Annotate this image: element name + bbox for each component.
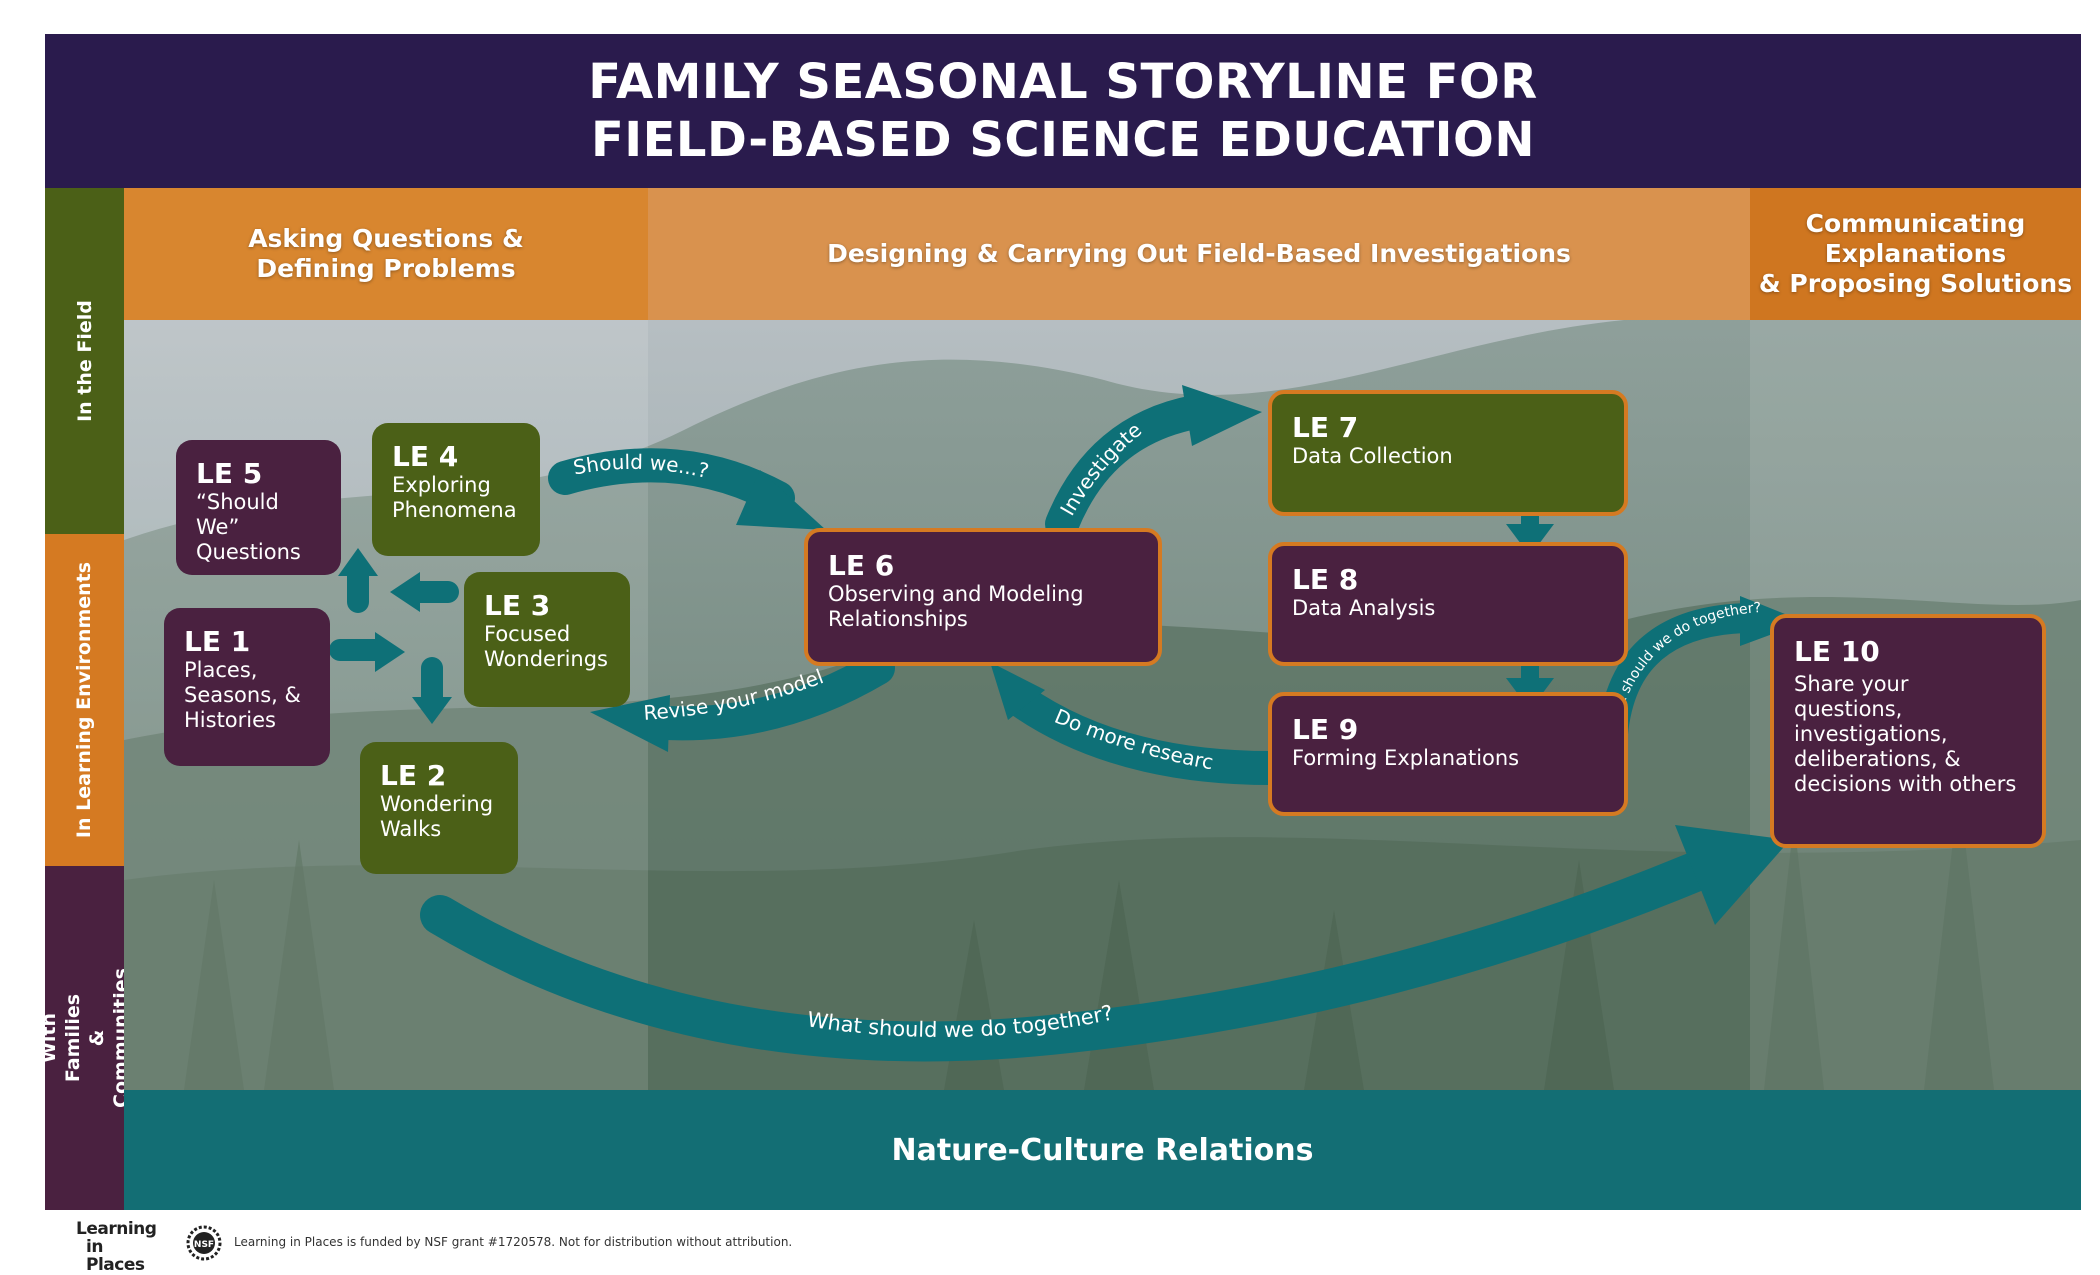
le7-description: Data Collection xyxy=(1292,444,1453,468)
sidebar-in-the-field: In the Field xyxy=(45,188,124,534)
learning-in-places-logo: Learning in Places xyxy=(76,1219,166,1274)
arrow-revise-model: Revise your model xyxy=(590,651,895,752)
le9-title: LE 9 xyxy=(1292,713,1359,746)
footer-funding-text: Learning in Places is funded by NSF gran… xyxy=(234,1235,793,1249)
header-label-2: Designing & Carrying Out Field-Based Inv… xyxy=(827,239,1571,268)
nsf-seal-icon: NSF xyxy=(186,1225,222,1261)
le5-title: LE 5 xyxy=(196,457,263,490)
logo-line-2: in Places xyxy=(86,1237,145,1275)
title-line-1: FAMILY SEASONAL STORYLINE FOR xyxy=(588,54,1538,110)
le2-title: LE 2 xyxy=(380,759,447,792)
arrow-le1-to-le3 xyxy=(329,632,405,672)
le9-box[interactable]: LE 9 Forming Explanations xyxy=(1268,692,1628,816)
arrow-le1-to-le2 xyxy=(412,657,452,724)
le6-box[interactable]: LE 6 Observing and Modeling Relationship… xyxy=(804,528,1162,666)
sidebar-with-families: With Families & Communities xyxy=(38,866,132,1210)
title-banner: FAMILY SEASONAL STORYLINE FOR FIELD-BASE… xyxy=(45,34,2081,188)
nature-culture-label: Nature-Culture Relations xyxy=(891,1132,1314,1168)
le3-title: LE 3 xyxy=(484,589,551,622)
le1-title: LE 1 xyxy=(184,625,251,658)
le10-title: LE 10 xyxy=(1794,635,1880,668)
header-asking-questions: Asking Questions & Defining Problems xyxy=(124,188,648,320)
le9-description: Forming Explanations xyxy=(1292,746,1520,770)
header-communicating: Communicating Explanations & Proposing S… xyxy=(1750,188,2081,320)
le6-description: Observing and Modeling Relationships xyxy=(828,582,1084,631)
le1-box[interactable]: LE 1 Places, Seasons, & Histories xyxy=(164,608,330,766)
le4-description: Exploring Phenomena xyxy=(392,473,517,522)
le10-description: Share your questions, investigations, de… xyxy=(1794,672,2017,796)
le6-title: LE 6 xyxy=(828,549,895,582)
arrow-le1-to-le5 xyxy=(338,548,378,613)
le7-box[interactable]: LE 7 Data Collection xyxy=(1268,390,1628,516)
le7-title: LE 7 xyxy=(1292,411,1359,444)
le10-box[interactable]: LE 10 Share your questions, investigatio… xyxy=(1770,614,2046,848)
title-line-2: FIELD-BASED SCIENCE EDUCATION xyxy=(590,112,1535,168)
le5-description: “Should We” Questions xyxy=(196,490,301,564)
le3-description: Focused Wonderings xyxy=(484,622,608,671)
le2-box[interactable]: LE 2 Wondering Walks xyxy=(360,742,518,874)
le5-box[interactable]: LE 5 “Should We” Questions xyxy=(176,440,341,575)
arrow-what-should-we-do-together-big: What should we do together? xyxy=(420,825,1790,1062)
le3-box[interactable]: LE 3 Focused Wonderings xyxy=(464,572,630,707)
arrow-label-investigate: Investigate xyxy=(1055,417,1146,519)
le8-title: LE 8 xyxy=(1292,563,1359,596)
le4-title: LE 4 xyxy=(392,440,459,473)
sidebar-in-learning-environments: In Learning Environments xyxy=(45,534,124,866)
nature-culture-relations-bar: Nature-Culture Relations xyxy=(124,1090,2081,1210)
arrow-should-we: Should we...? xyxy=(548,448,826,530)
header-designing-investigations: Designing & Carrying Out Field-Based Inv… xyxy=(648,188,1750,320)
arrow-investigate: Investigate xyxy=(1045,385,1262,541)
logo-line-1: Learning xyxy=(76,1219,157,1239)
le1-description: Places, Seasons, & Histories xyxy=(184,658,301,732)
arrow-le3-to-le4 xyxy=(390,572,459,612)
header-label-3: Communicating Explanations & Proposing S… xyxy=(1758,209,2073,298)
nsf-seal-text: NSF xyxy=(194,1240,214,1250)
header-label-1: Asking Questions & Defining Problems xyxy=(248,224,524,283)
le4-box[interactable]: LE 4 Exploring Phenomena xyxy=(372,423,540,556)
le8-box[interactable]: LE 8 Data Analysis xyxy=(1268,542,1628,666)
le2-description: Wondering Walks xyxy=(380,792,494,841)
le8-description: Data Analysis xyxy=(1292,596,1436,620)
